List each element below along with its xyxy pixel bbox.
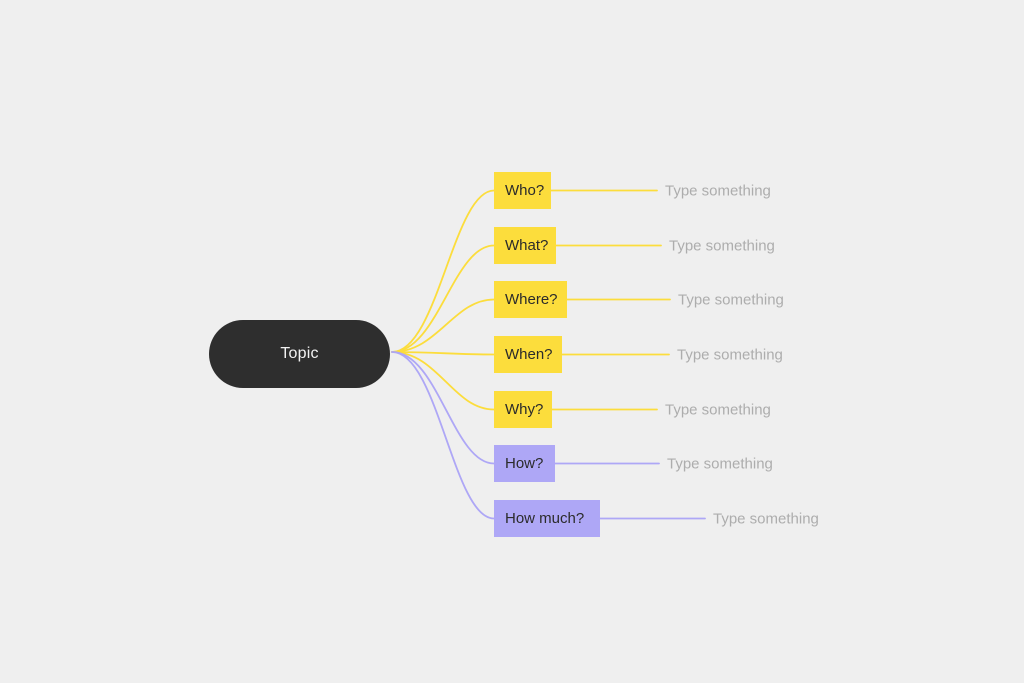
branch-node-label: Why? — [505, 401, 544, 418]
branch-node-what[interactable]: What? — [494, 227, 556, 264]
edge-root-to-how — [391, 351, 495, 465]
branch-node-label: How? — [505, 455, 544, 472]
branch-node-label: When? — [505, 346, 553, 363]
leaf-placeholder-how-much[interactable]: Type something — [713, 510, 819, 527]
leaf-placeholder-how[interactable]: Type something — [667, 455, 773, 472]
branch-node-why[interactable]: Why? — [494, 391, 552, 428]
edge-root-to-who — [391, 189, 495, 353]
branch-node-how[interactable]: How? — [494, 445, 555, 482]
edge-root-to-why — [391, 351, 495, 411]
root-node-topic[interactable]: Topic — [209, 320, 390, 388]
branch-node-when[interactable]: When? — [494, 336, 562, 373]
branch-node-who[interactable]: Who? — [494, 172, 551, 209]
leaf-placeholder-where[interactable]: Type something — [678, 291, 784, 308]
branch-node-label: What? — [505, 237, 549, 254]
branch-node-label: Where? — [505, 291, 558, 308]
leaf-placeholder-why[interactable]: Type something — [665, 401, 771, 418]
edge-root-to-what — [391, 244, 495, 353]
edge-root-to-where — [391, 298, 495, 353]
branch-node-label: Who? — [505, 182, 545, 199]
leaf-placeholder-who[interactable]: Type something — [665, 182, 771, 199]
branch-node-label: How much? — [505, 510, 585, 527]
leaf-placeholder-what[interactable]: Type something — [669, 237, 775, 254]
edge-root-to-when — [391, 351, 495, 356]
root-node-label: Topic — [280, 345, 319, 362]
branch-node-where[interactable]: Where? — [494, 281, 567, 318]
leaf-placeholder-when[interactable]: Type something — [677, 346, 783, 363]
branch-node-how-much[interactable]: How much? — [494, 500, 600, 537]
edge-root-to-how-much — [391, 351, 495, 520]
